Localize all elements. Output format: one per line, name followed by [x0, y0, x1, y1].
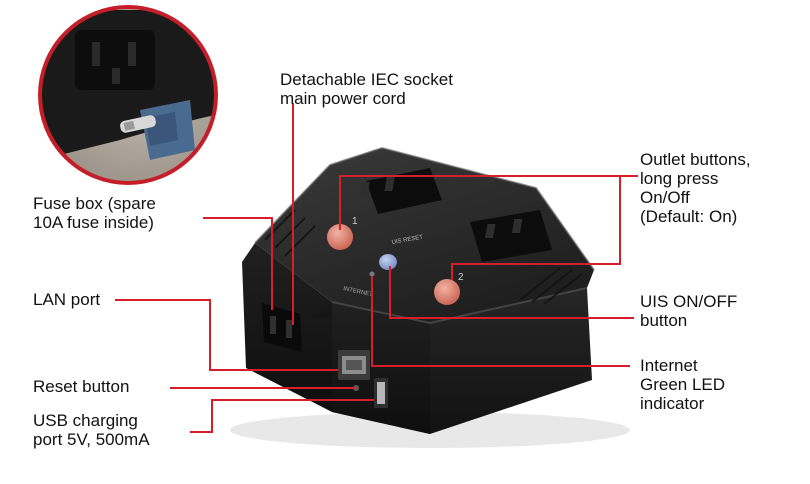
callout-lan-port-line-1: LAN port [33, 290, 101, 309]
callout-fuse-box-line-1: Fuse box (spare [33, 194, 156, 213]
callout-outlet-buttons: Outlet buttons, long press On/Off (Defau… [640, 150, 751, 226]
outlet-1-button[interactable] [327, 224, 353, 250]
callout-fuse-box: Fuse box (spare 10A fuse inside) [33, 194, 156, 232]
callout-uis-button-line-2: button [640, 311, 688, 330]
callout-outlet-buttons-line-3: On/Off [640, 188, 690, 207]
outlet-2-button[interactable] [434, 279, 460, 305]
callout-reset-button: Reset button [33, 377, 129, 396]
uis-button-text: UIS RESET [391, 235, 424, 246]
callout-iec-socket-line-2: main power cord [280, 89, 406, 108]
outlet-1-number: 1 [352, 216, 358, 227]
callout-internet-led-line-3: indicator [640, 394, 705, 413]
callout-reset-button-line-1: Reset button [33, 377, 130, 396]
callout-outlet-buttons-line-1: Outlet buttons, [640, 150, 751, 169]
callout-usb-port: USB charging port 5V, 500mA [33, 411, 150, 449]
callout-usb-port-line-2: port 5V, 500mA [33, 430, 150, 449]
callout-outlet-buttons-line-4: (Default: On) [640, 207, 738, 226]
callout-internet-led: Internet Green LED indicator [640, 356, 725, 413]
callout-internet-led-line-2: Green LED [640, 375, 726, 394]
fuse-box-closeup [38, 5, 218, 185]
device-body: 1 2 UIS RESET INTERNET [230, 146, 630, 448]
uis-button[interactable] [379, 254, 397, 270]
internet-led [369, 271, 375, 277]
callout-lines [115, 103, 638, 433]
callout-lan-port: LAN port [33, 290, 100, 309]
callout-internet-led-line-1: Internet [640, 356, 698, 375]
callout-usb-port-line-1: USB charging [33, 411, 138, 430]
callout-iec-socket: Detachable IEC socket main power cord [280, 70, 453, 108]
callout-outlet-buttons-line-2: long press [640, 169, 719, 188]
callout-uis-button: UIS ON/OFF button [640, 292, 737, 330]
callout-uis-button-line-1: UIS ON/OFF [640, 292, 738, 311]
outlet-2-number: 2 [458, 272, 464, 283]
callout-fuse-box-line-2: 10A fuse inside) [33, 213, 154, 232]
callout-iec-socket-line-1: Detachable IEC socket [280, 70, 453, 89]
